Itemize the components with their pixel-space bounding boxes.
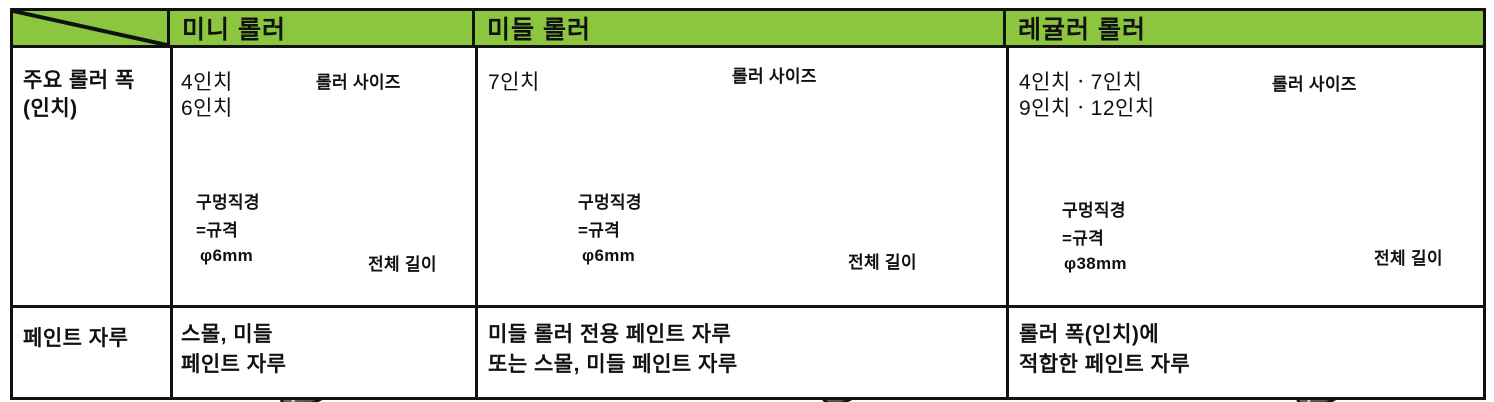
middle-handle-line1: 미들 롤러 전용 페인트 자루 [488,323,732,346]
mini-hole-label-3: φ6mm [200,246,254,265]
regular-roller-size-label: 롤러 사이즈 [1272,75,1357,94]
regular-total-length-label: 전체 길이 [1374,249,1443,268]
regular-hole-label-2: =규격 [1062,229,1105,248]
header-cell-regular: 레귤러 롤러 [1006,11,1483,45]
cell-mini-paint-handle: 스몰, 미들 페인트 자루 [173,308,473,396]
regular-handle-line2: 적합한 페인트 자루 [1019,353,1191,376]
comparison-table: 미니 롤러 미들 롤러 레귤러 롤러 주요 롤러 폭 (인치) 4인치 6인치 … [10,8,1486,400]
middle-hole-label-3: φ6mm [582,246,636,265]
divider-col-2 [475,45,478,397]
header-label-regular: 레귤러 롤러 [1018,16,1146,44]
middle-roller-size-label: 롤러 사이즈 [732,67,817,86]
middle-hole-label-1: 구멍직경 [578,193,642,212]
mini-handle-line1: 스몰, 미들 [181,323,273,346]
header-cell-corner [13,11,170,45]
regular-size-1: 4인치ㆍ7인치 [1019,71,1143,94]
header-cell-middle: 미들 롤러 [475,11,1006,45]
row-label-paint-handle: 페인트 자루 [13,308,168,396]
middle-size-1: 7인치 [488,71,540,94]
divider-col-3 [1006,45,1009,397]
mini-hole-label-2: =규격 [196,221,239,240]
regular-size-2: 9인치ㆍ12인치 [1019,97,1155,120]
row-label-roller-width: 주요 롤러 폭 (인치) [13,48,168,303]
regular-handle-line1: 롤러 폭(인치)에 [1019,323,1160,346]
cell-regular-paint-handle: 롤러 폭(인치)에 적합한 페인트 자루 [1009,308,1483,396]
header-label-middle: 미들 롤러 [487,16,591,44]
middle-handle-line2: 또는 스몰, 미들 페인트 자루 [488,353,738,376]
header-cell-mini: 미니 롤러 [170,11,475,45]
mini-total-length-label: 전체 길이 [368,255,437,274]
header-label-mini: 미니 롤러 [182,16,286,44]
divider-header-bottom [13,45,1483,48]
middle-total-length-label: 전체 길이 [848,253,917,272]
mini-size-2: 6인치 [181,97,233,120]
divider-col-1 [170,45,173,397]
row-label-paint-handle-line1: 페인트 자루 [23,327,129,350]
row-label-roller-width-line1: 주요 롤러 폭 [23,69,135,92]
regular-hole-label-1: 구멍직경 [1062,201,1126,220]
divider-row-1-2 [13,305,1483,308]
cell-middle-roller-width: 7인치 [478,48,1004,303]
mini-handle-line2: 페인트 자루 [181,353,287,376]
mini-size-1: 4인치 [181,71,233,94]
cell-mini-roller-width: 4인치 6인치 [173,48,473,303]
corner-diagonal-line [13,11,167,45]
cell-middle-paint-handle: 미들 롤러 전용 페인트 자루 또는 스몰, 미들 페인트 자루 [478,308,1004,396]
cell-regular-roller-width: 4인치ㆍ7인치 9인치ㆍ12인치 [1009,48,1483,303]
row-label-roller-width-line2: (인치) [23,97,78,120]
table-header-row: 미니 롤러 미들 롤러 레귤러 롤러 [13,11,1483,45]
regular-hole-label-3: φ38mm [1064,254,1127,273]
middle-hole-label-2: =규격 [578,221,621,240]
mini-hole-label-1: 구멍직경 [196,193,260,212]
mini-roller-size-label: 롤러 사이즈 [316,73,401,92]
